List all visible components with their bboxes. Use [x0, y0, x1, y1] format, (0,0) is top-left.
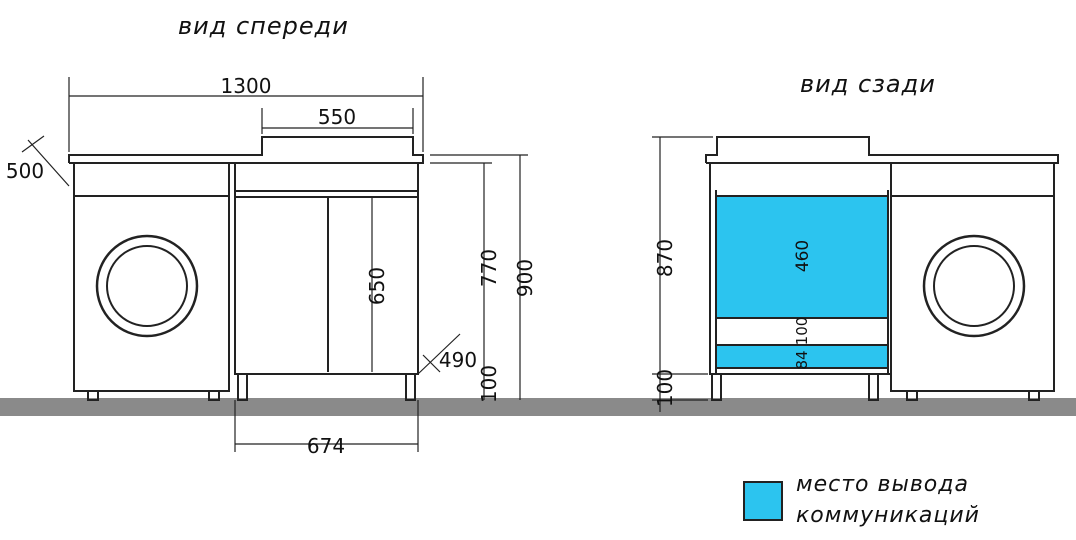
dim-label-490: 490 [439, 348, 477, 372]
dim-label-100-rear-gap: 100 [793, 317, 811, 346]
dim-label-front-leg-100: 100 [477, 365, 501, 403]
communication-zone-upper [715, 195, 889, 319]
floor [0, 398, 1076, 416]
rear-washer-leg [1028, 390, 1040, 401]
front-view [68, 136, 424, 401]
washer-leg [87, 390, 99, 401]
cabinet [234, 162, 419, 375]
cabinet-leg [237, 373, 248, 401]
rear-washer-drum [922, 234, 1026, 338]
rear-washer-leg [906, 390, 918, 401]
rear-cabinet-leg [711, 373, 722, 401]
washer-drum [95, 234, 199, 338]
dim-label-460: 460 [793, 240, 813, 272]
legend-line-2: коммуникаций [796, 503, 980, 528]
front-dimensions [21, 77, 528, 452]
dim-label-550: 550 [318, 105, 356, 129]
dim-label-500: 500 [6, 159, 44, 183]
dim-label-1300: 1300 [221, 74, 272, 98]
rear-washing-machine [890, 162, 1055, 392]
rear-dimensions [652, 136, 713, 412]
cabinet-leg [405, 373, 416, 401]
legend-line-1: место вывода [796, 472, 969, 497]
dim-label-870: 870 [653, 239, 677, 277]
washer-leg [208, 390, 220, 401]
rear-cabinet-leg [868, 373, 879, 401]
dim-label-770: 770 [477, 249, 501, 287]
legend-swatch [743, 481, 783, 521]
dim-label-900: 900 [513, 259, 537, 297]
countertop [68, 136, 424, 164]
dim-label-674: 674 [307, 434, 345, 458]
rear-countertop [705, 136, 1059, 164]
dim-label-rear-leg-100: 100 [653, 369, 677, 407]
dim-label-650: 650 [365, 267, 389, 305]
front-view-title: вид спереди [178, 12, 349, 40]
rear-view [705, 136, 1059, 401]
rear-view-title: вид сзади [800, 70, 936, 98]
washing-machine [73, 162, 230, 392]
dim-label-84: 84 [793, 350, 811, 369]
